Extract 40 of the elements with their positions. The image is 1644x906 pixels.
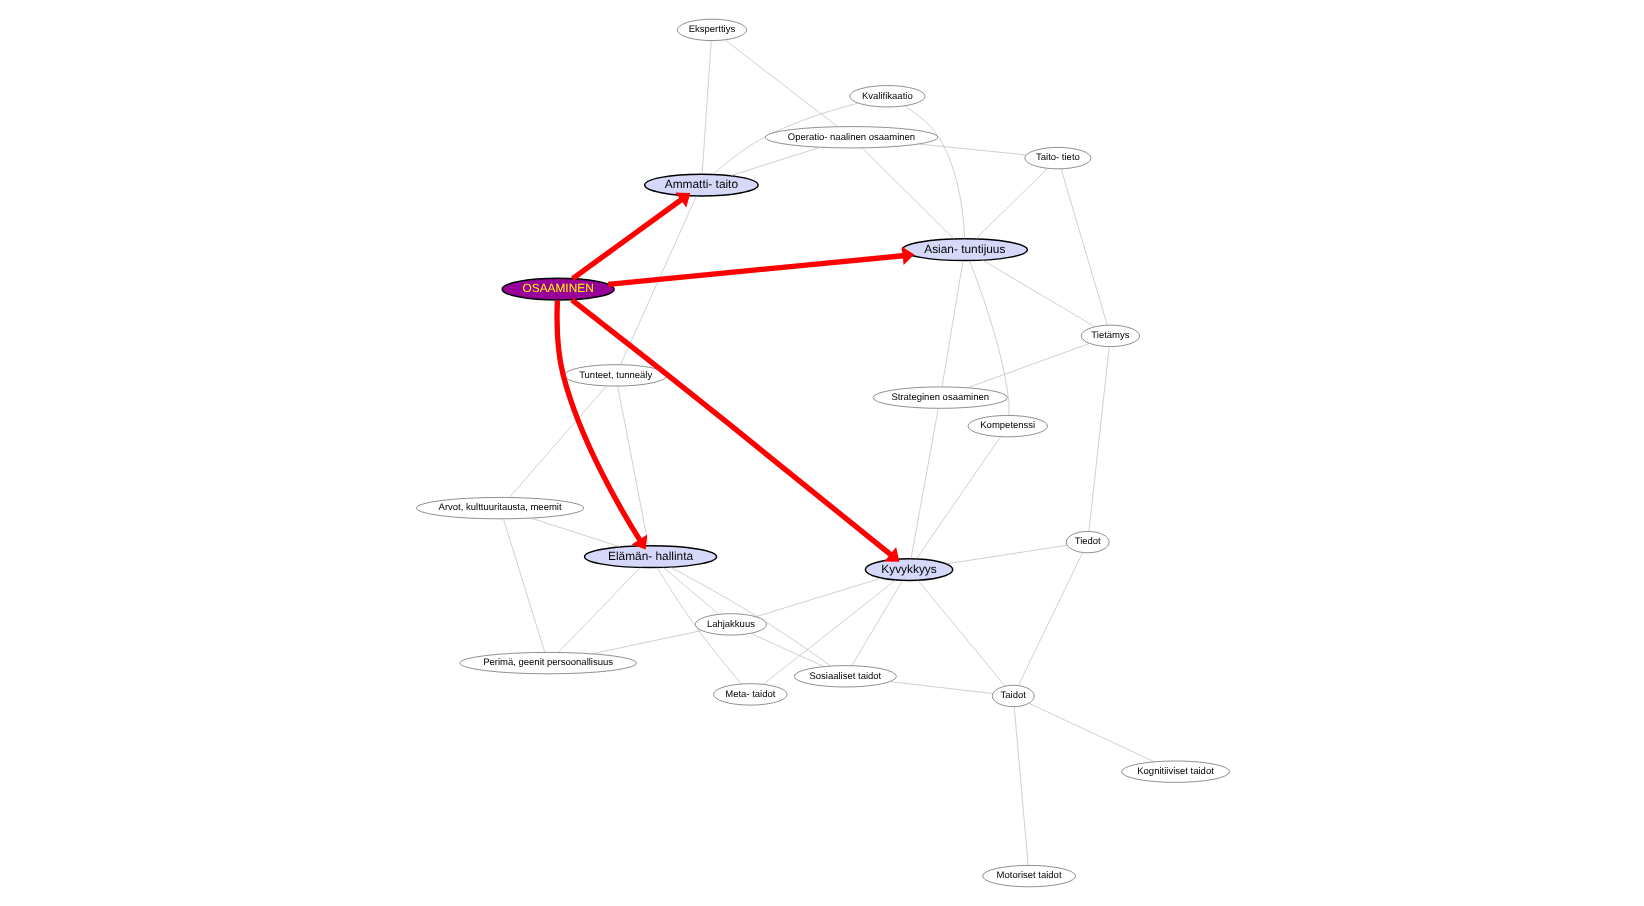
connector [981, 259, 1095, 327]
connector [723, 39, 837, 127]
connector [662, 567, 719, 615]
connector [861, 147, 954, 240]
connector [502, 518, 545, 653]
connector [1087, 346, 1109, 532]
arrow [606, 246, 914, 287]
connector [529, 517, 620, 548]
connector [974, 168, 1047, 240]
connector [616, 385, 648, 546]
connector [762, 579, 895, 685]
connector [916, 580, 1005, 687]
connector [1059, 168, 1107, 326]
connector [968, 260, 1009, 416]
connector [711, 102, 858, 175]
connector [966, 343, 1089, 389]
arrow [570, 192, 690, 281]
connector [945, 544, 1067, 565]
connector [729, 147, 820, 176]
connector [1017, 552, 1082, 686]
connector [1012, 706, 1028, 866]
connector [700, 40, 711, 175]
connector [754, 577, 881, 617]
connector [888, 681, 993, 694]
connector [850, 580, 902, 666]
connector [749, 633, 824, 667]
connector [903, 105, 964, 240]
connector [917, 143, 1026, 156]
connector [590, 630, 701, 655]
arrow [553, 300, 647, 550]
connector [909, 408, 938, 559]
connector [655, 567, 741, 685]
connector [557, 567, 640, 653]
connector [915, 436, 1000, 560]
connector [619, 195, 696, 365]
connector [669, 566, 831, 667]
connector [508, 385, 606, 498]
connector [1027, 702, 1154, 762]
arrow [569, 297, 899, 562]
connector [940, 260, 963, 388]
